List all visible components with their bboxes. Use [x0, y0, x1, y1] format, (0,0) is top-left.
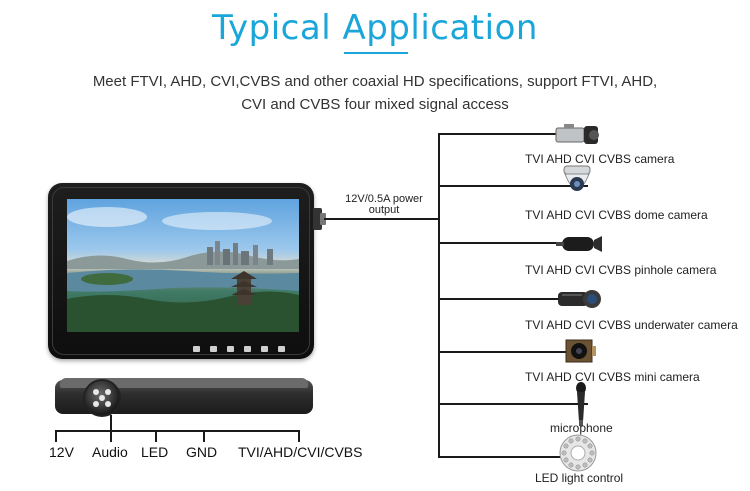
monitor-bottom-edge — [60, 378, 308, 388]
mini-camera-icon — [565, 339, 596, 363]
branch-line — [438, 403, 588, 405]
branch-line — [438, 185, 588, 187]
monitor-button[interactable] — [278, 346, 285, 352]
microphone-icon — [576, 382, 586, 426]
pin-stub-audio — [110, 415, 112, 442]
pin-label-video: TVI/AHD/CVI/CVBS — [238, 444, 363, 460]
aviation-connector-icon — [83, 379, 121, 417]
pin-stub-gnd — [203, 430, 205, 442]
device-label-pinhole-camera: TVI AHD CVI CVBS pinhole camera — [525, 263, 717, 277]
led-ring-icon — [559, 434, 597, 472]
device-label-underwater-camera: TVI AHD CVI CVBS underwater camera — [525, 318, 738, 332]
device-label-microphone: microphone — [550, 421, 613, 435]
underwater-camera-icon — [558, 290, 601, 308]
power-label-line-2: output — [368, 204, 400, 216]
branch-line — [438, 456, 588, 458]
subtitle-line-2: CVI and CVBS four mixed signal access — [241, 96, 509, 113]
pin-stub-led — [155, 430, 157, 442]
branch-line — [438, 133, 588, 135]
pin-label-gnd: GND — [186, 444, 218, 460]
power-connector — [313, 208, 322, 230]
power-connector-plug — [320, 213, 326, 225]
branch-line — [438, 351, 588, 353]
monitor-button[interactable] — [210, 346, 217, 352]
pinhole-camera-icon — [556, 236, 602, 252]
pin-label-12v: 12V — [49, 444, 74, 460]
monitor-screen-image — [67, 199, 299, 332]
branch-line — [438, 242, 588, 244]
pin-bus-line — [55, 430, 299, 432]
page-subtitle: Meet FTVI, AHD, CVI,CVBS and other coaxi… — [40, 70, 710, 116]
pin-stub-video — [298, 430, 300, 442]
title-underline — [344, 52, 408, 54]
pin-label-led: LED — [141, 444, 169, 460]
trunk-line — [438, 133, 440, 458]
monitor-bezel — [52, 187, 310, 355]
device-label-mini-camera: TVI AHD CVI CVBS mini camera — [525, 370, 700, 384]
device-label-dome-camera: TVI AHD CVI CVBS dome camera — [525, 208, 708, 222]
monitor-buttons — [193, 346, 293, 354]
power-cable-line — [324, 218, 439, 220]
monitor-button[interactable] — [227, 346, 234, 352]
dome-camera-icon — [563, 165, 591, 191]
device-label-led-light-control: LED light control — [535, 471, 624, 485]
monitor-button[interactable] — [193, 346, 200, 352]
subtitle-line-1: Meet FTVI, AHD, CVI,CVBS and other coaxi… — [92, 73, 658, 90]
monitor-button[interactable] — [261, 346, 268, 352]
branch-line — [438, 298, 588, 300]
power-label-line-1: 12V/0.5A power — [345, 193, 423, 205]
pin-stub-12v — [55, 430, 57, 442]
pin-label-audio: Audio — [92, 444, 128, 460]
page-title: Typical Application — [212, 8, 538, 48]
monitor-button[interactable] — [244, 346, 251, 352]
box-camera-icon — [555, 124, 599, 144]
device-label-camera: TVI AHD CVI CVBS camera — [525, 152, 675, 166]
power-output-label: 12V/0.5A power output — [336, 194, 432, 216]
